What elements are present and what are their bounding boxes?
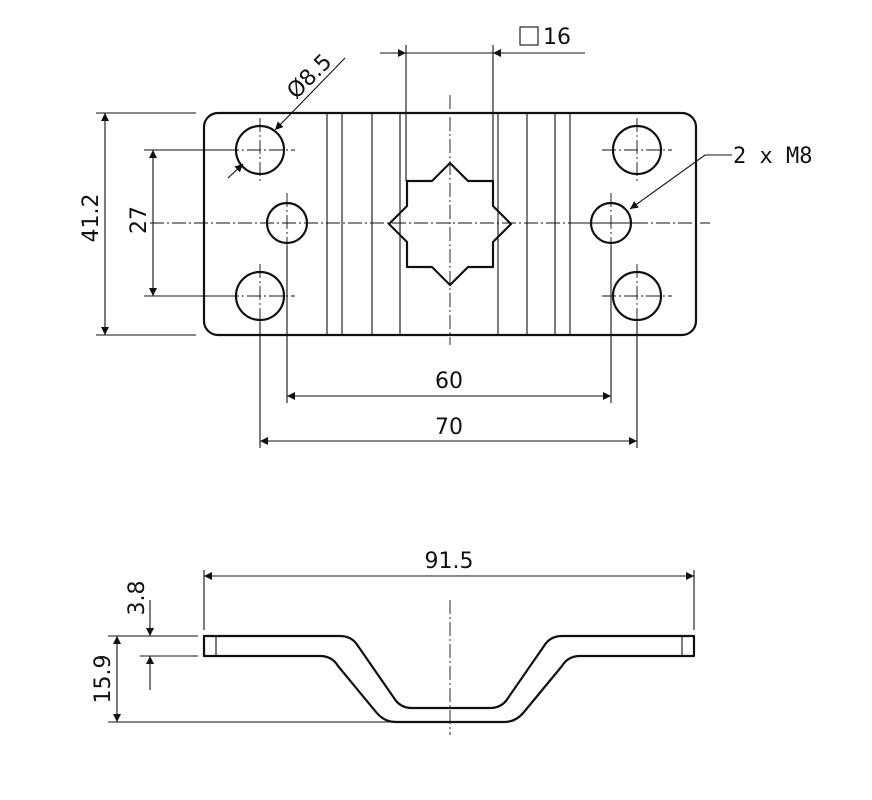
top-view (96, 26, 732, 448)
diameter-leader (274, 57, 346, 131)
extension-lines (96, 45, 638, 448)
side-view (108, 570, 696, 735)
center-lines (150, 95, 710, 345)
rib-lines (326, 113, 571, 335)
side-extension-lines (108, 570, 695, 723)
dim-text-27: 27 (127, 206, 152, 234)
dim-text-60: 60 (435, 369, 463, 394)
dim-text-70: 70 (435, 415, 463, 440)
square-symbol-icon (519, 26, 539, 46)
bent-profile (202, 634, 696, 724)
dim-text-8-5: Ø8.5 (283, 50, 338, 105)
thread-leader (629, 154, 732, 210)
dim-text-16: 16 (543, 25, 571, 50)
dim-text-15-9: 15.9 (91, 655, 116, 704)
dim-text-91-5: 91.5 (425, 549, 474, 574)
dim-text-41-2: 41.2 (79, 194, 104, 243)
dim-text-3-8: 3.8 (125, 581, 150, 616)
dim-text-thread: 2 x M8 (733, 144, 812, 169)
